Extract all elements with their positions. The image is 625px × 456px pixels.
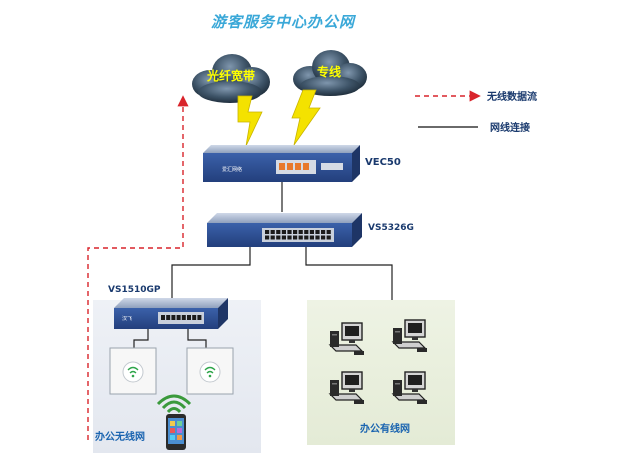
desktop-pc-icon bbox=[328, 371, 364, 404]
core-switch-model-label: VS5326G bbox=[368, 223, 414, 233]
router-model-label: VEC50 bbox=[365, 157, 401, 168]
poe-switch-model-label: VS1510GP bbox=[108, 285, 161, 295]
access-point-icon bbox=[186, 347, 234, 395]
wireless-data-flow-line bbox=[87, 95, 189, 440]
cloud-icon bbox=[293, 50, 367, 96]
wired-zone-label: 办公有线网 bbox=[360, 422, 410, 435]
cloud-label-dedicated: 专线 bbox=[317, 64, 341, 79]
access-point-icon bbox=[109, 347, 157, 395]
link-poe-ap-right bbox=[187, 328, 207, 352]
desktop-pc-icon bbox=[391, 371, 427, 404]
wireless-zone-label: 办公无线网 bbox=[95, 430, 145, 443]
poe-switch-brand: 汉飞 bbox=[122, 315, 132, 322]
cloud-label-fiber: 光纤宽带 bbox=[206, 68, 255, 83]
wired-zone-panel bbox=[307, 300, 455, 445]
smartphone-icon bbox=[166, 414, 186, 450]
switch-icon bbox=[207, 213, 362, 247]
link-core-poe bbox=[171, 247, 251, 298]
desktop-pc-icon bbox=[328, 322, 364, 355]
lightning-icon bbox=[291, 89, 321, 146]
router-brand: 爱汇网络 bbox=[222, 166, 242, 173]
wifi-signal-icon bbox=[156, 394, 192, 414]
desktop-pc-icon bbox=[391, 319, 427, 352]
link-core-wired bbox=[305, 247, 393, 300]
legend-wired-label: 网线连接 bbox=[490, 121, 530, 134]
legend-wireless-label: 无线数据流 bbox=[486, 90, 537, 103]
switch-icon bbox=[114, 298, 228, 329]
link-poe-ap-left bbox=[133, 328, 149, 352]
router-icon bbox=[203, 145, 360, 182]
diagram-title: 游客服务中心办公网 bbox=[211, 13, 357, 31]
lightning-icon bbox=[237, 95, 263, 147]
